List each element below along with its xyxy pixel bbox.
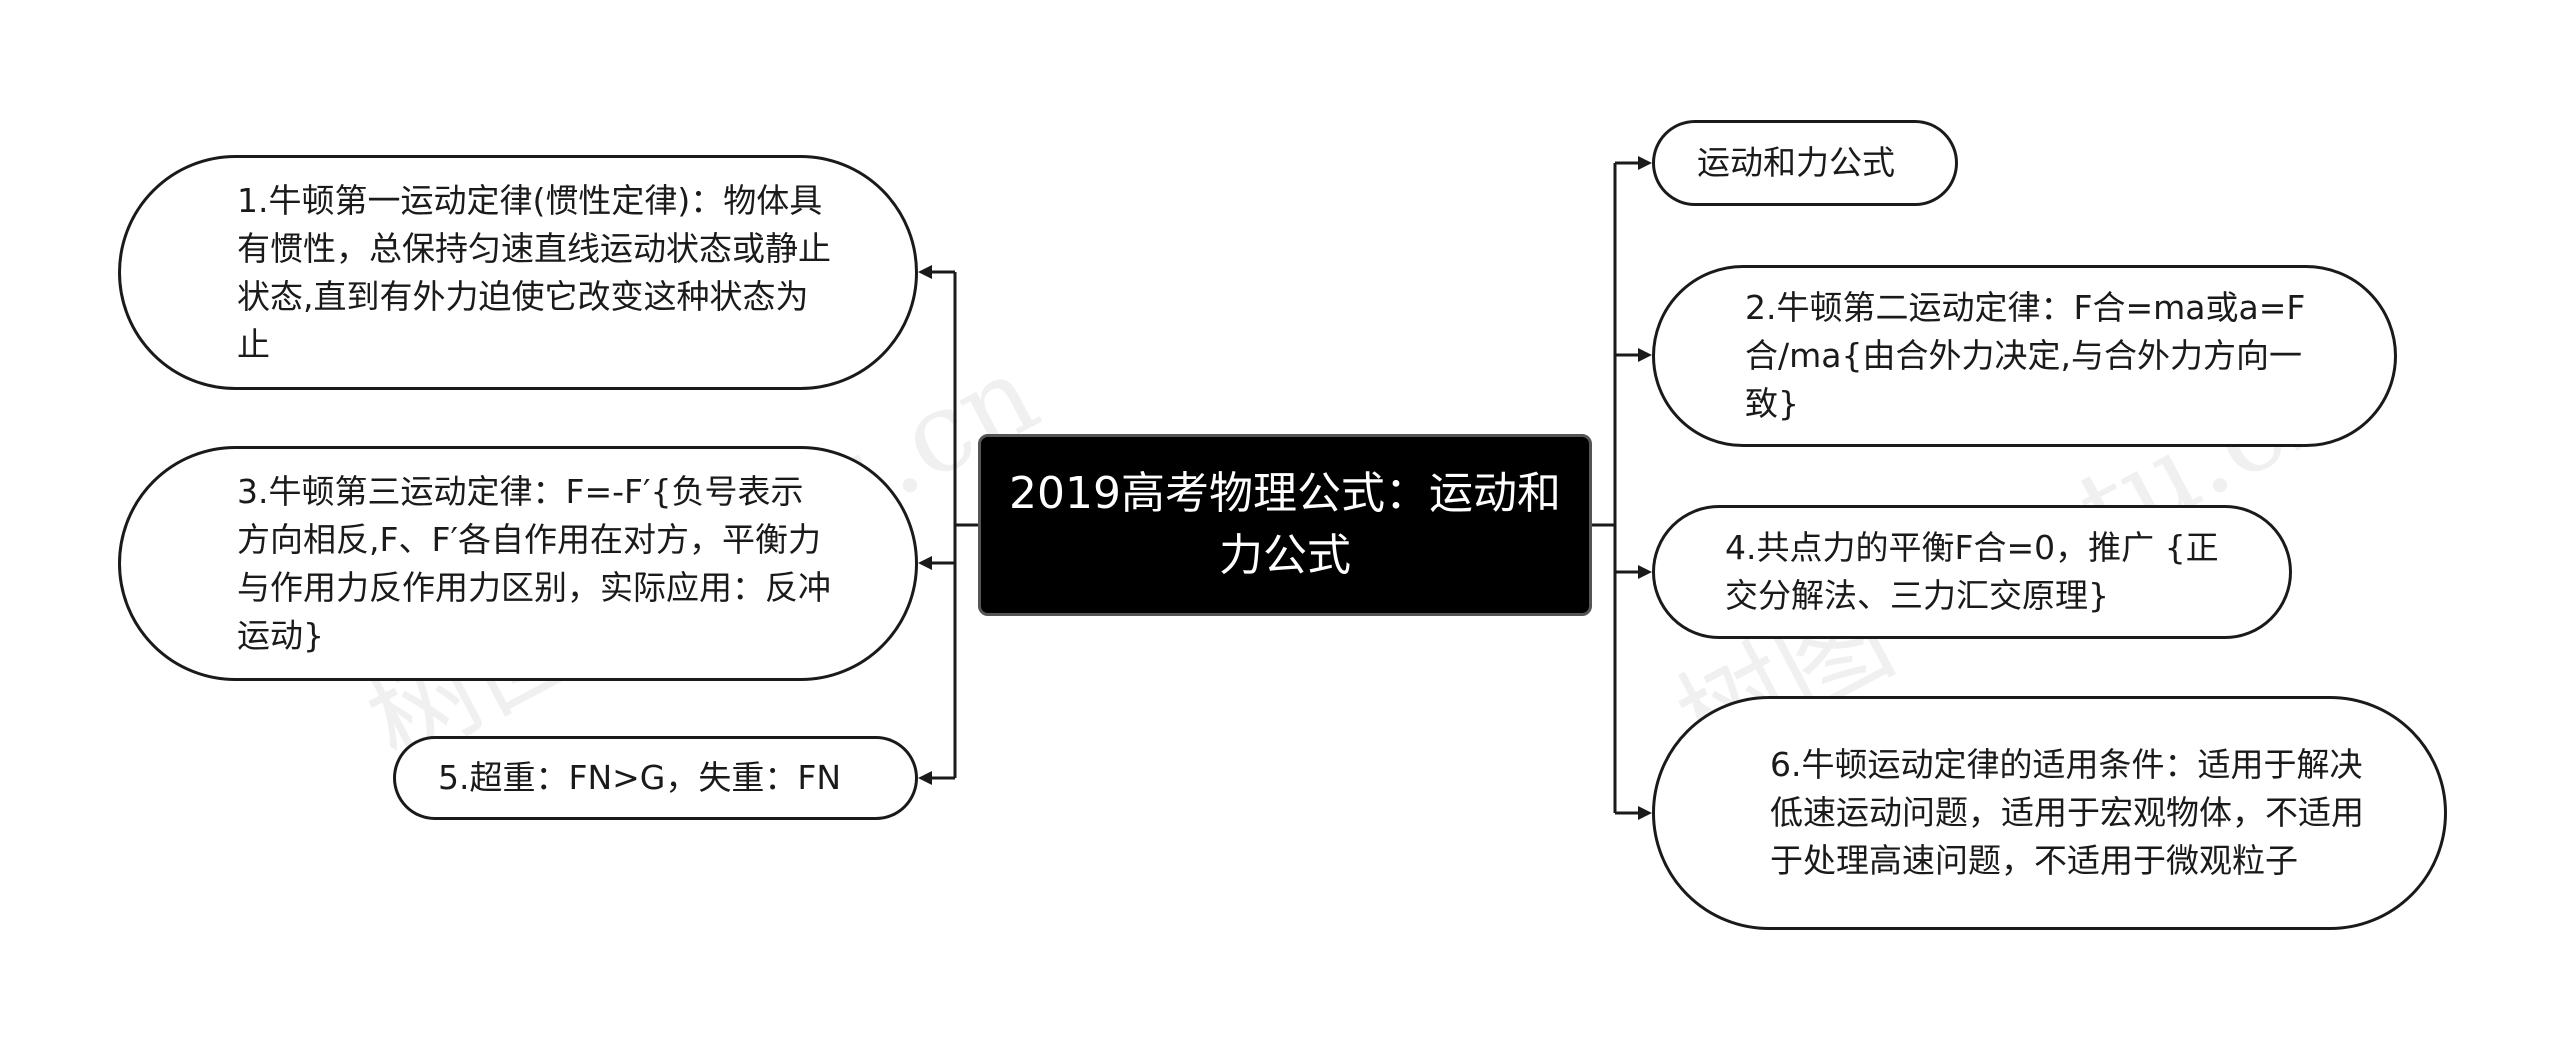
topic-node-overweight[interactable]: 5.超重：FN>G，失重：FN <box>393 736 918 820</box>
topic-node-motion-force-formulas[interactable]: 运动和力公式 <box>1652 120 1958 206</box>
arrowhead-right-3 <box>1638 565 1652 579</box>
topic-node-equilibrium[interactable]: 4.共点力的平衡F合=0，推广 {正交分解法、三力汇交原理} <box>1652 505 2292 639</box>
arrowhead-right-2 <box>1638 348 1652 362</box>
arrowhead-left-3 <box>918 771 932 785</box>
arrowhead-left-1 <box>918 265 932 279</box>
topic-label: 6.牛顿运动定律的适用条件：适用于解决低速运动问题，适用于宏观物体，不适用于处理… <box>1770 745 2364 880</box>
arrowhead-right-4 <box>1638 806 1652 820</box>
central-topic-label: 2019高考物理公式：运动和力公式 <box>1009 468 1561 581</box>
topic-label: 4.共点力的平衡F合=0，推广 {正交分解法、三力汇交原理} <box>1725 528 2219 615</box>
topic-label: 3.牛顿第三运动定律：F=-F′{负号表示方向相反,F、F′各自作用在对方，平衡… <box>237 471 831 655</box>
arrowhead-left-2 <box>918 556 932 570</box>
central-topic-node[interactable]: 2019高考物理公式：运动和力公式 <box>978 434 1592 616</box>
topic-label: 2.牛顿第二运动定律：F合=ma或a=F合/ma{由合外力决定,与合外力方向一致… <box>1745 288 2306 423</box>
topic-node-newton-first-law[interactable]: 1.牛顿第一运动定律(惯性定律)：物体具有惯性，总保持匀速直线运动状态或静止状态… <box>118 155 918 390</box>
topic-label: 运动和力公式 <box>1697 143 1895 182</box>
topic-label: 5.超重：FN>G，失重：FN <box>438 758 842 797</box>
topic-node-applicability[interactable]: 6.牛顿运动定律的适用条件：适用于解决低速运动问题，适用于宏观物体，不适用于处理… <box>1652 696 2447 930</box>
topic-node-newton-third-law[interactable]: 3.牛顿第三运动定律：F=-F′{负号表示方向相反,F、F′各自作用在对方，平衡… <box>118 446 918 681</box>
topic-node-newton-second-law[interactable]: 2.牛顿第二运动定律：F合=ma或a=F合/ma{由合外力决定,与合外力方向一致… <box>1652 265 2397 447</box>
arrowhead-right-1 <box>1638 156 1652 170</box>
topic-label: 1.牛顿第一运动定律(惯性定律)：物体具有惯性，总保持匀速直线运动状态或静止状态… <box>237 180 831 364</box>
